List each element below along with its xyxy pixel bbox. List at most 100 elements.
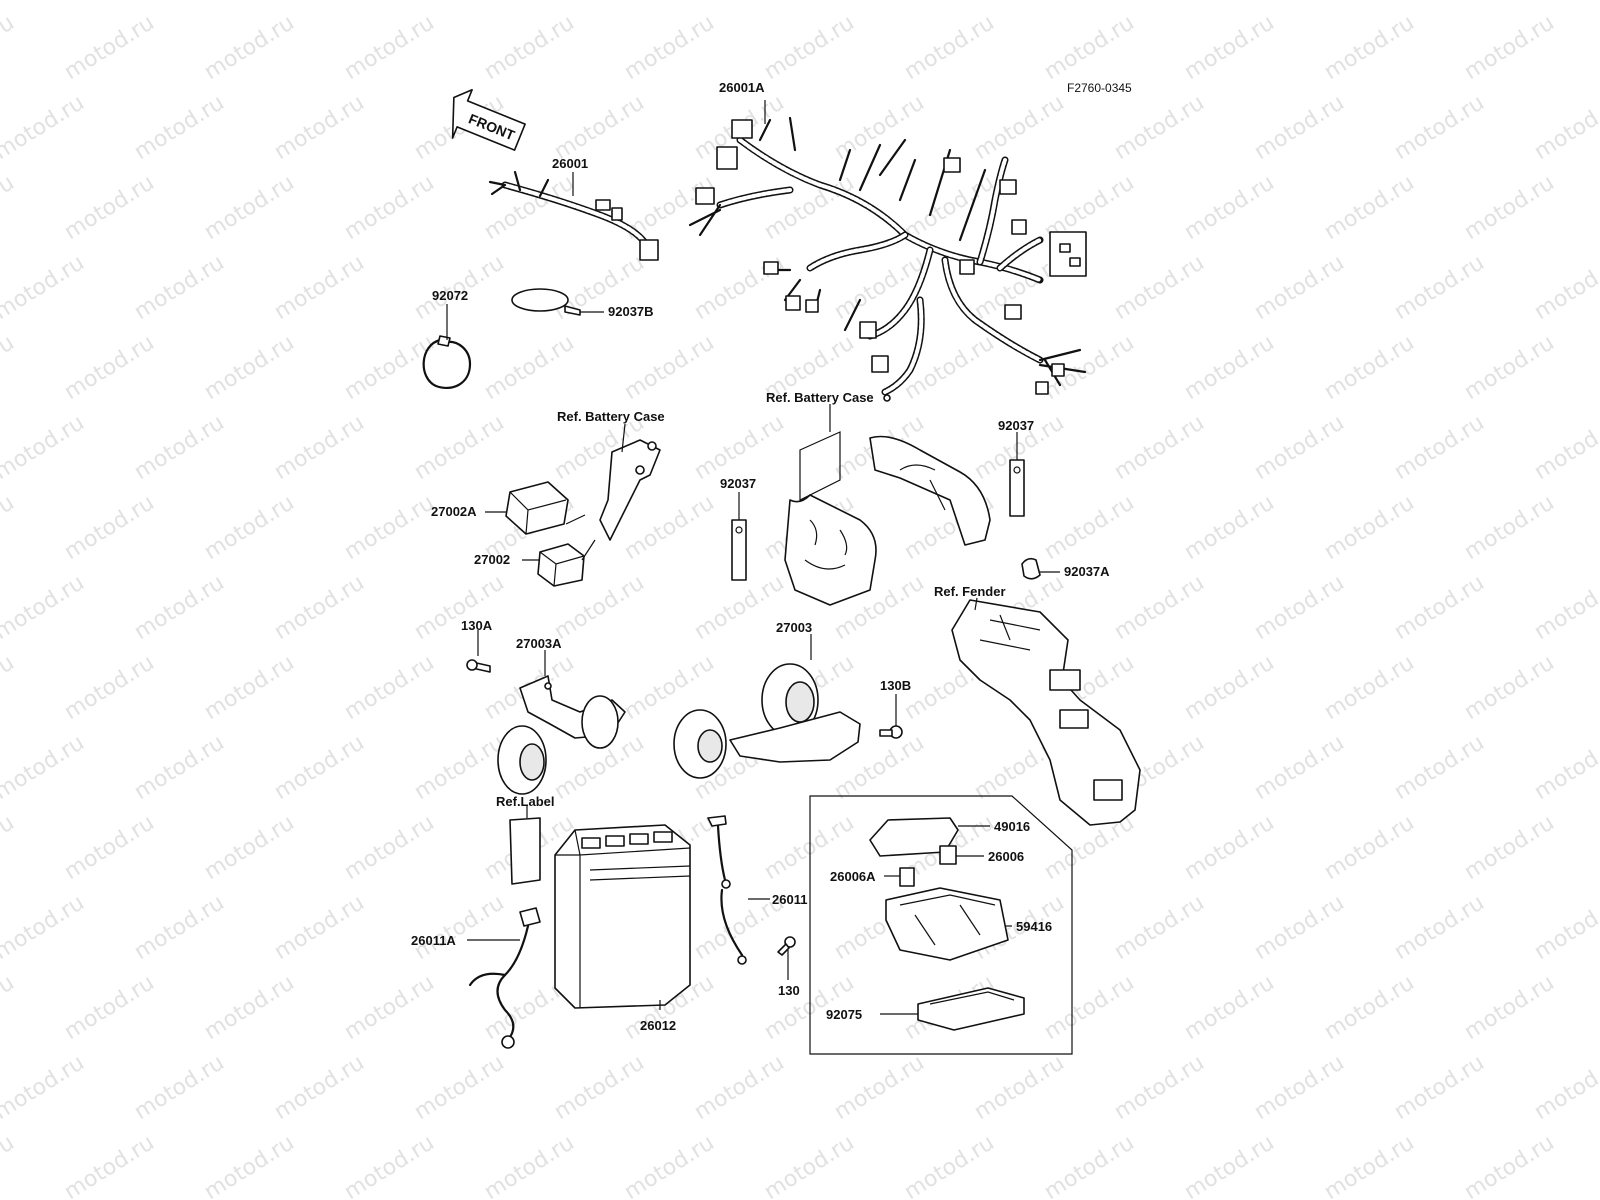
strap-92037-right: [1009, 459, 1025, 517]
watermark-text: motod.ru: [970, 90, 1069, 165]
fuse-box-59416: [885, 887, 1009, 961]
watermark-text: motod.ru: [200, 330, 299, 405]
watermark-text: motod.ru: [0, 250, 89, 325]
connector-icon: [611, 207, 623, 221]
label-26006: 26006: [988, 849, 1024, 864]
label-26011A: 26011A: [411, 933, 456, 948]
connector-icon: [695, 187, 715, 205]
label-26006A: 26006A: [830, 869, 876, 884]
connector-icon: [959, 259, 975, 275]
watermark-text: motod.ru: [1040, 970, 1139, 1045]
watermark-text: motod.ru: [130, 890, 229, 965]
watermark-text: motod.ru: [270, 730, 369, 805]
label-ref-battery-case-left: Ref. Battery Case: [557, 409, 665, 424]
watermark-text: motod.ru: [1460, 330, 1559, 405]
label-26012: 26012: [640, 1018, 676, 1033]
watermark-text: motod.ru: [1390, 410, 1489, 485]
watermark-text: motod.ru: [1320, 330, 1419, 405]
watermark-text: motod.ru: [550, 1050, 649, 1125]
watermark-text: motod.ru: [1110, 90, 1209, 165]
watermark-text: motod.ru: [130, 90, 229, 165]
watermark-text: motod.ru: [480, 330, 579, 405]
label-92072: 92072: [432, 288, 468, 303]
watermark-text: motod.ru: [1530, 90, 1600, 165]
watermark-text: motod.ru: [1040, 1130, 1139, 1200]
watermark-text: motod.ru: [1320, 810, 1419, 885]
label-26001: 26001: [552, 156, 588, 171]
connector-icon: [1004, 304, 1022, 320]
watermark-text: motod.ru: [410, 1050, 509, 1125]
watermark-text: motod.ru: [60, 650, 159, 725]
watermark-text: motod.ru: [970, 0, 1069, 5]
watermark-text: motod.ru: [1320, 970, 1419, 1045]
terminal-icon: [883, 394, 891, 402]
watermark-text: motod.ru: [130, 570, 229, 645]
clip-92037A: [1021, 557, 1041, 580]
label-59416: 59416: [1016, 919, 1052, 934]
label-92037B: 92037B: [608, 304, 654, 319]
connector-icon: [785, 295, 801, 311]
watermark-text: motod.ru: [690, 1050, 789, 1125]
watermark-text: motod.ru: [60, 330, 159, 405]
connector-icon: [595, 199, 611, 211]
inset-box: [809, 795, 1073, 1055]
watermark-text: motod.ru: [270, 410, 369, 485]
watermark-text: motod.ru: [410, 0, 509, 5]
watermark-text: motod.ru: [1460, 170, 1559, 245]
watermark-text: motod.ru: [0, 1130, 19, 1200]
label-27003A: 27003A: [516, 636, 562, 651]
watermark-text: motod.ru: [0, 90, 89, 165]
watermark-text: motod.ru: [270, 90, 369, 165]
sub-harness-26001: [488, 170, 659, 261]
watermark-text: motod.ru: [340, 490, 439, 565]
label-27002: 27002: [474, 552, 510, 567]
label-92037-left: 92037: [720, 476, 756, 491]
watermark-text: motod.ru: [1250, 890, 1349, 965]
battery-case-ref-center: [784, 431, 991, 606]
label-ref-battery-case-center: Ref. Battery Case: [766, 390, 874, 405]
watermark-text: motod.ru: [1250, 1050, 1349, 1125]
watermark-text: motod.ru: [1040, 490, 1139, 565]
watermark-text: motod.ru: [1390, 1050, 1489, 1125]
band-92037B: [511, 288, 581, 316]
watermark-text: motod.ru: [0, 1050, 89, 1125]
watermark-text: motod.ru: [830, 0, 929, 5]
main-harness-26001A: [688, 116, 1087, 402]
watermark-text: motod.ru: [970, 1050, 1069, 1125]
watermark-text: motod.ru: [410, 410, 509, 485]
watermark-text: motod.ru: [270, 890, 369, 965]
front-arrow-shape: [451, 88, 526, 151]
label-130A: 130A: [461, 618, 493, 633]
watermark-text: motod.ru: [200, 170, 299, 245]
cover-92075: [917, 987, 1025, 1031]
watermark-text: motod.ru: [1180, 1130, 1279, 1200]
watermark-text: motod.ru: [340, 810, 439, 885]
watermark-text: motod.ru: [1250, 90, 1349, 165]
watermark-text: motod.ru: [0, 650, 19, 725]
diagram-code: F2760-0345: [1067, 81, 1132, 95]
horn-27003A: [466, 659, 626, 795]
battery-26012: [554, 824, 691, 1009]
relays-27002: [505, 439, 661, 587]
label-130: 130: [778, 983, 800, 998]
watermark-text: motod.ru: [340, 10, 439, 85]
watermark-text: motod.ru: [1530, 1050, 1600, 1125]
label-26001A: 26001A: [719, 80, 765, 95]
connector-icon: [999, 179, 1017, 195]
watermark-text: motod.ru: [480, 10, 579, 85]
connector-icon: [731, 119, 753, 139]
watermark-text: motod.ru: [410, 730, 509, 805]
watermark-text: motod.ru: [900, 1130, 999, 1200]
watermark-text: motod.ru: [1530, 0, 1600, 5]
watermark-text: motod.ru: [1390, 0, 1489, 5]
watermark-text: motod.ru: [690, 0, 789, 5]
watermark-text: motod.ru: [0, 810, 19, 885]
watermark-text: motod.ru: [270, 0, 369, 5]
watermark-text: motod.ru: [0, 890, 89, 965]
watermark-text: motod.ru: [760, 10, 859, 85]
connector-icon: [943, 157, 961, 173]
cover-49016: [869, 817, 959, 857]
watermark-text: motod.ru: [1040, 10, 1139, 85]
